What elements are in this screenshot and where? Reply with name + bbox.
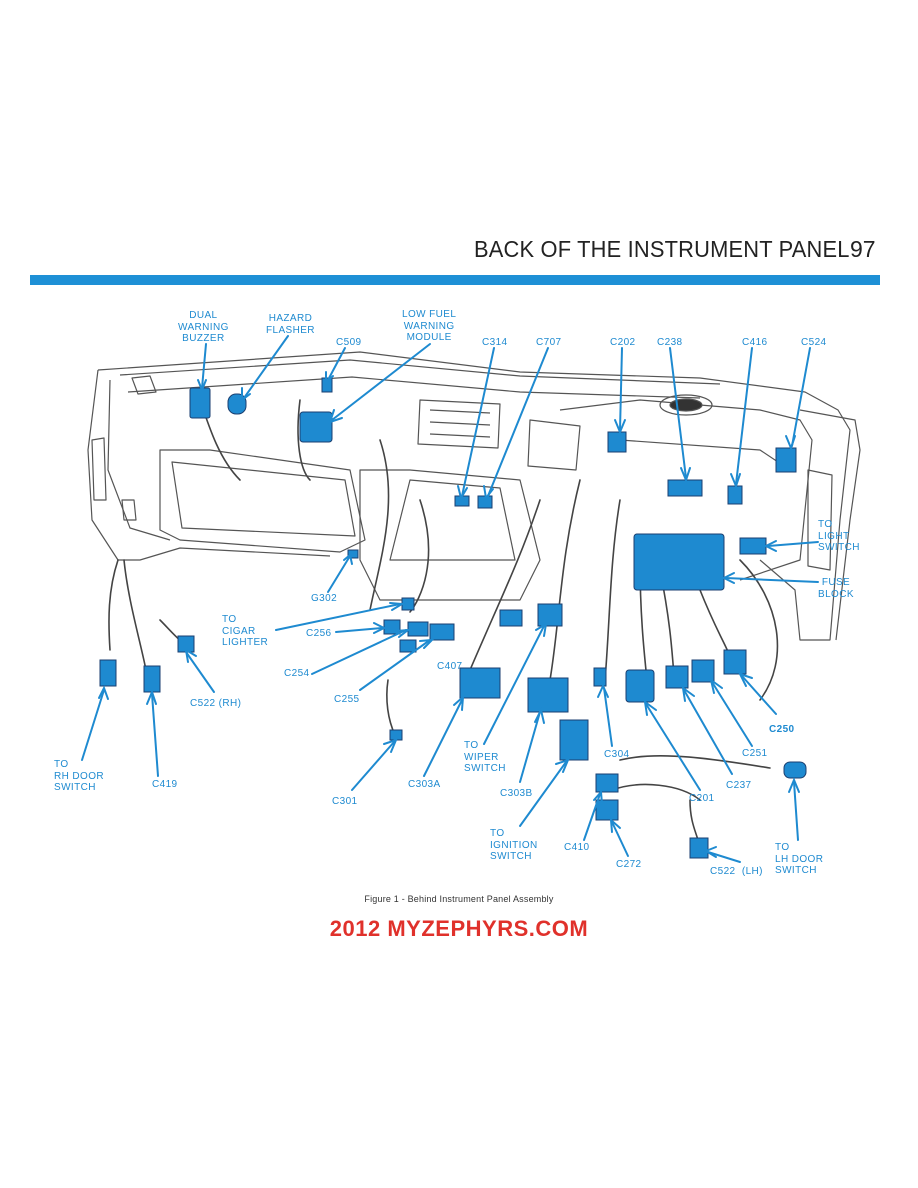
label-to-cigar-lighter: TO CIGAR LIGHTER <box>222 614 269 648</box>
label-dual-warning-buzzer: DUAL WARNING BUZZER <box>178 310 229 344</box>
label-c301: C301 <box>332 796 358 807</box>
label-c255: C255 <box>334 694 360 705</box>
connector-lh-door <box>783 761 807 779</box>
connector-c202 <box>607 431 627 453</box>
leader-arrows <box>81 335 819 863</box>
label-c250: C250 <box>769 724 795 735</box>
connectors <box>99 377 807 859</box>
connector-c524 <box>775 447 797 473</box>
label-c303a: C303A <box>408 779 441 790</box>
label-g302: G302 <box>311 593 338 604</box>
connector-c522-lh <box>689 837 709 859</box>
label-hazard-flasher: HAZARD FLASHER <box>266 313 315 336</box>
connector-c255 <box>399 639 417 653</box>
label-c522-rh: C522 (RH) <box>190 698 242 709</box>
connector-c238 <box>667 479 703 497</box>
label-c524: C524 <box>801 337 827 348</box>
label-c509: C509 <box>336 337 362 348</box>
connector-c407 <box>429 623 455 641</box>
connector-light-switch <box>739 537 767 555</box>
header-rule <box>30 275 880 285</box>
label-c201: C201 <box>689 793 715 804</box>
connector-c303a-b <box>499 609 523 627</box>
connector-c304 <box>593 667 607 687</box>
label-to-lh-door-switch: TO LH DOOR SWITCH <box>775 842 824 876</box>
watermark: 2012 MYZEPHYRS.COM <box>329 916 589 941</box>
label-c272: C272 <box>616 859 642 870</box>
connector-ignition <box>559 719 589 761</box>
label-c407: C407 <box>437 661 463 672</box>
connector-c201 <box>625 669 655 703</box>
connector-c416 <box>727 485 743 505</box>
connector-c301 <box>389 729 403 741</box>
label-to-ignition-switch: TO IGNITION SWITCH <box>490 828 538 862</box>
connector-dual-warning-buzzer <box>189 387 211 419</box>
connector-c410 <box>595 773 619 793</box>
connector-c237 <box>665 665 689 689</box>
connector-wiper-switch <box>537 603 563 627</box>
connector-c254 <box>407 621 429 637</box>
label-c254: C254 <box>284 668 310 679</box>
label-to-light-switch: TO LIGHT SWITCH <box>818 519 860 553</box>
label-to-wiper-switch: TO WIPER SWITCH <box>464 740 506 774</box>
connector-c272 <box>595 799 619 821</box>
label-c202: C202 <box>610 337 636 348</box>
label-c237: C237 <box>726 780 752 791</box>
label-c314: C314 <box>482 337 508 348</box>
label-c304: C304 <box>604 749 630 760</box>
connector-fuse-block <box>633 533 725 591</box>
connector-c303b <box>527 677 569 713</box>
connector-low-fuel-module <box>299 411 333 443</box>
label-c251: C251 <box>742 748 768 759</box>
label-c303b: C303B <box>500 788 533 799</box>
figure-caption: Figure 1 - Behind Instrument Panel Assem… <box>364 894 554 904</box>
connector-c303a <box>459 667 501 699</box>
label-c707: C707 <box>536 337 562 348</box>
label-c410: C410 <box>564 842 590 853</box>
connector-g302 <box>347 549 359 559</box>
label-fuse-block: FUSE BLOCK <box>818 577 854 600</box>
connector-c419 <box>143 665 161 693</box>
connector-rh-door <box>99 659 117 687</box>
label-to-rh-door-switch: TO RH DOOR SWITCH <box>54 759 105 793</box>
label-low-fuel-warning-module: LOW FUEL WARNING MODULE <box>402 309 457 343</box>
label-c522-lh: C522 (LH) <box>710 866 763 877</box>
label-c416: C416 <box>742 337 768 348</box>
instrument-panel-line-art <box>87 351 861 641</box>
page-title: BACK OF THE INSTRUMENT PANEL <box>474 236 850 262</box>
label-c419: C419 <box>152 779 178 790</box>
label-c238: C238 <box>657 337 683 348</box>
page-number: 97 <box>850 236 876 262</box>
connector-c256 <box>383 619 401 635</box>
label-c256: C256 <box>306 628 332 639</box>
connector-c250 <box>723 649 747 675</box>
connector-c251 <box>691 659 715 683</box>
connector-hazard-flasher <box>227 393 247 415</box>
